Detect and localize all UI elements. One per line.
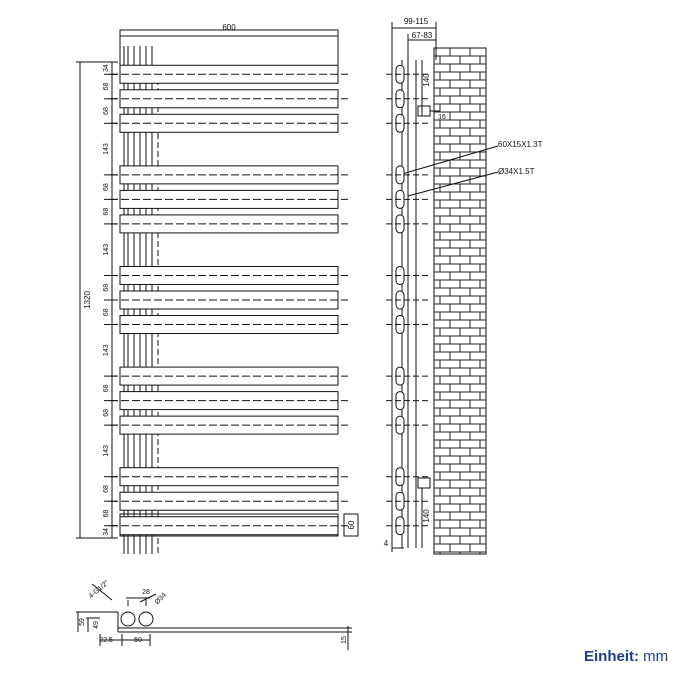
spacing-label: 68 [103, 284, 110, 292]
bracket-offset-label: 16 [438, 114, 446, 121]
pitch-label: 28 [142, 589, 150, 596]
spacing-label: 68 [103, 208, 110, 216]
brick-wall [433, 47, 487, 555]
front-view [76, 29, 348, 554]
connection-label: 4-G1/2" [88, 579, 111, 600]
thickness-label: 15 [341, 636, 348, 644]
flat-tube [119, 467, 339, 487]
depth-label: 99-115 [404, 17, 429, 26]
front-bottom-bar [119, 513, 339, 537]
spacing-labels: 34 68 68 143 68 68 143 68 68 143 68 68 143 68 68 34 [103, 61, 118, 539]
spacing-label: 143 [103, 344, 110, 356]
wall-label: 67-83 [412, 31, 433, 40]
flat-tubes [110, 64, 348, 536]
top-bracket-label: 140 [422, 73, 431, 87]
flat-tube [119, 64, 339, 84]
round-tube-leader [407, 171, 499, 197]
flat-tube [119, 366, 339, 386]
front-top-outline [119, 29, 339, 67]
bottom-gap-label: 4 [384, 539, 389, 548]
diameter-label: Ø34 [154, 592, 168, 606]
bottom-bracket [417, 477, 431, 489]
spacing-label: 68 [103, 183, 110, 191]
flat-tube [119, 415, 339, 435]
spacing-label: 34 [103, 64, 110, 72]
flat-tube [119, 189, 339, 209]
bottom-dim-box [343, 513, 359, 537]
flat-tube [119, 315, 339, 335]
height-inner-label: 49 [93, 621, 100, 629]
spacing-label: 143 [103, 244, 110, 256]
flat-tube [119, 165, 339, 185]
flat-tube [119, 89, 339, 109]
flat-tube [119, 391, 339, 411]
flat-tube [119, 516, 339, 536]
flat-tube [119, 113, 339, 133]
spacing-label: 143 [103, 143, 110, 155]
spacing-label: 143 [103, 445, 110, 457]
height-outer-label: 59 [79, 618, 86, 626]
unit-legend-value: mm [643, 648, 669, 665]
spacing-label: 68 [103, 485, 110, 493]
offset-label: 22.5 [99, 637, 113, 644]
flat-tube-leader [401, 145, 499, 175]
unit-legend-label: Einheit: [584, 648, 639, 665]
unit-legend: Einheit: mm [584, 648, 668, 665]
spacing-label: 68 [103, 409, 110, 417]
width-label: 600 [222, 23, 236, 32]
round-tube-label: Ø34X1.5T [498, 167, 535, 176]
flat-tube [119, 491, 339, 511]
height-label: 1320 [83, 291, 92, 309]
side-view [391, 22, 499, 555]
spacing-label: 68 [103, 384, 110, 392]
bottom-label: 60 [347, 520, 356, 529]
spacing-label: 50 [134, 637, 142, 644]
flat-tube [119, 290, 339, 310]
spacing-label: 68 [103, 107, 110, 115]
spacing-label: 34 [103, 528, 110, 536]
flat-tube [119, 214, 339, 234]
spacing-label: 68 [103, 308, 110, 316]
spacing-label: 68 [103, 509, 110, 517]
side-tube-profiles [386, 64, 430, 536]
top-bracket [417, 105, 431, 117]
bottom-bracket-label: 140 [422, 509, 431, 523]
spacing-label: 68 [103, 83, 110, 91]
flat-tube [119, 265, 339, 285]
bottom-view [76, 583, 352, 650]
flat-tube-label: 60X15X1.3T [498, 140, 543, 149]
connection-left [120, 611, 136, 627]
connection-right [138, 611, 154, 627]
